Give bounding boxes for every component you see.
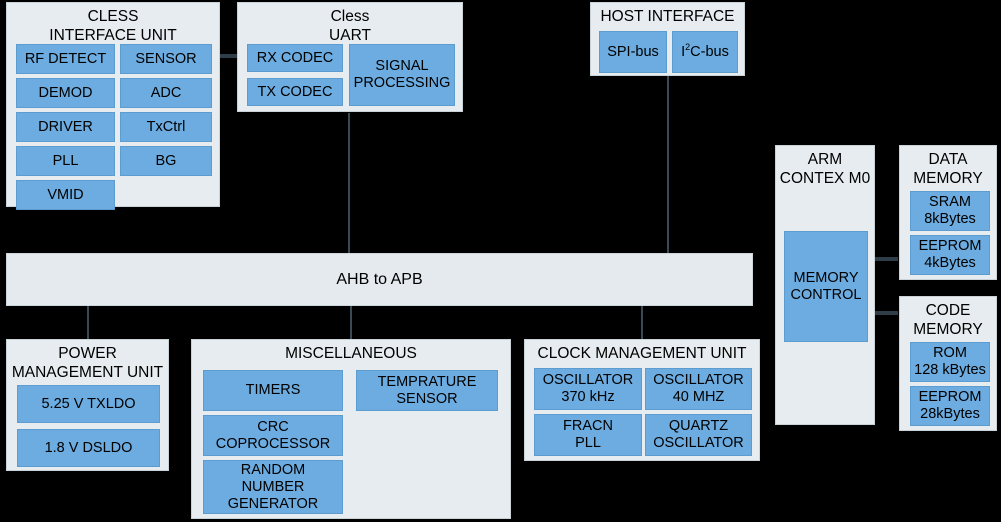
block-txctrl[interactable]: TxCtrl (120, 112, 212, 142)
block-spi-bus[interactable]: SPI-bus (599, 31, 667, 73)
block-eeprom-data[interactable]: EEPROM 4kBytes (910, 235, 990, 275)
block-rf-detect[interactable]: RF DETECT (16, 44, 115, 74)
panel-clock-management-unit: CLOCK MANAGEMENT UNIT OSCILLATOR 370 kHz… (524, 339, 760, 461)
connector-cless-to-uart (205, 54, 239, 58)
panel-power-management-unit: POWER MANAGEMENT UNIT 5.25 V TXLDO 1.8 V… (6, 339, 169, 471)
block-quartz-oscillator[interactable]: QUARTZ OSCILLATOR (645, 414, 752, 456)
block-tx-codec[interactable]: TX CODEC (247, 78, 343, 106)
data-memory-title: DATA MEMORY (913, 151, 983, 187)
panel-arm-contex-m0: ARM CONTEX M0 MEMORY CONTROL (775, 145, 875, 425)
arm-core-title: ARM CONTEX M0 (779, 151, 871, 187)
block-sensor[interactable]: SENSOR (120, 44, 212, 74)
block-pll[interactable]: PLL (16, 146, 115, 176)
host-interface-title: HOST INTERFACE (600, 8, 735, 25)
panel-host-interface: HOST INTERFACE SPI-bus I2C-bus (590, 2, 745, 76)
panel-data-memory: DATA MEMORY SRAM 8kBytes EEPROM 4kBytes (899, 145, 997, 280)
block-crc-coprocessor[interactable]: CRC COPROCESSOR (203, 415, 343, 456)
panel-cless-uart: Cless UART RX CODEC TX CODEC SIGNAL PROC… (237, 2, 463, 112)
block-txldo[interactable]: 5.25 V TXLDO (17, 385, 160, 423)
connector-host-to-bus (667, 74, 669, 255)
block-demod[interactable]: DEMOD (16, 78, 115, 108)
connector-bus-to-pmu (87, 306, 89, 340)
connector-bus-to-clock (641, 306, 643, 340)
bus-ahb-to-apb: AHB to APB (6, 253, 753, 306)
block-timers[interactable]: TIMERS (203, 370, 343, 411)
block-signal-processing[interactable]: SIGNAL PROCESSING (349, 44, 455, 106)
block-random-number-generator[interactable]: RANDOM NUMBER GENERATOR (203, 460, 343, 514)
miscellaneous-title: MISCELLANEOUS (285, 345, 417, 362)
panel-cless-interface-unit: CLESS INTERFACE UNIT RF DETECT SENSOR DE… (6, 2, 220, 210)
block-eeprom-code[interactable]: EEPROM 28kBytes (910, 386, 990, 426)
code-memory-title: CODE MEMORY (913, 302, 983, 338)
block-driver[interactable]: DRIVER (16, 112, 115, 142)
clock-management-unit-title: CLOCK MANAGEMENT UNIT (537, 345, 747, 362)
block-sram[interactable]: SRAM 8kBytes (910, 191, 990, 231)
cless-uart-title: Cless UART (329, 8, 371, 44)
block-oscillator-40mhz[interactable]: OSCILLATOR 40 MHZ (645, 368, 752, 410)
block-memory-control[interactable]: MEMORY CONTROL (784, 231, 868, 342)
connector-memctrl-to-data-memory (866, 257, 898, 261)
block-temprature-sensor[interactable]: TEMPRATURE SENSOR (356, 370, 498, 411)
cless-interface-unit-title: CLESS INTERFACE UNIT (49, 8, 177, 44)
block-fracn-pll[interactable]: FRACN PLL (534, 414, 642, 456)
block-dsldo[interactable]: 1.8 V DSLDO (17, 429, 160, 467)
panel-code-memory: CODE MEMORY ROM 128 kBytes EEPROM 28kByt… (899, 296, 997, 431)
block-vmid[interactable]: VMID (16, 180, 115, 210)
pmu-title: POWER MANAGEMENT UNIT (11, 345, 164, 381)
bus-label: AHB to APB (336, 270, 423, 288)
connector-uart-to-bus (348, 113, 350, 255)
panel-miscellaneous: MISCELLANEOUS TIMERS TEMPRATURE SENSOR C… (191, 339, 511, 519)
block-i2c-bus[interactable]: I2C-bus (672, 31, 738, 73)
block-bg[interactable]: BG (120, 146, 212, 176)
block-oscillator-370khz[interactable]: OSCILLATOR 370 kHz (534, 368, 642, 410)
block-rx-codec[interactable]: RX CODEC (247, 44, 343, 72)
block-adc[interactable]: ADC (120, 78, 212, 108)
block-rom[interactable]: ROM 128 kBytes (910, 342, 990, 382)
connector-memctrl-to-code-memory (866, 311, 898, 315)
connector-bus-to-misc (350, 306, 352, 340)
